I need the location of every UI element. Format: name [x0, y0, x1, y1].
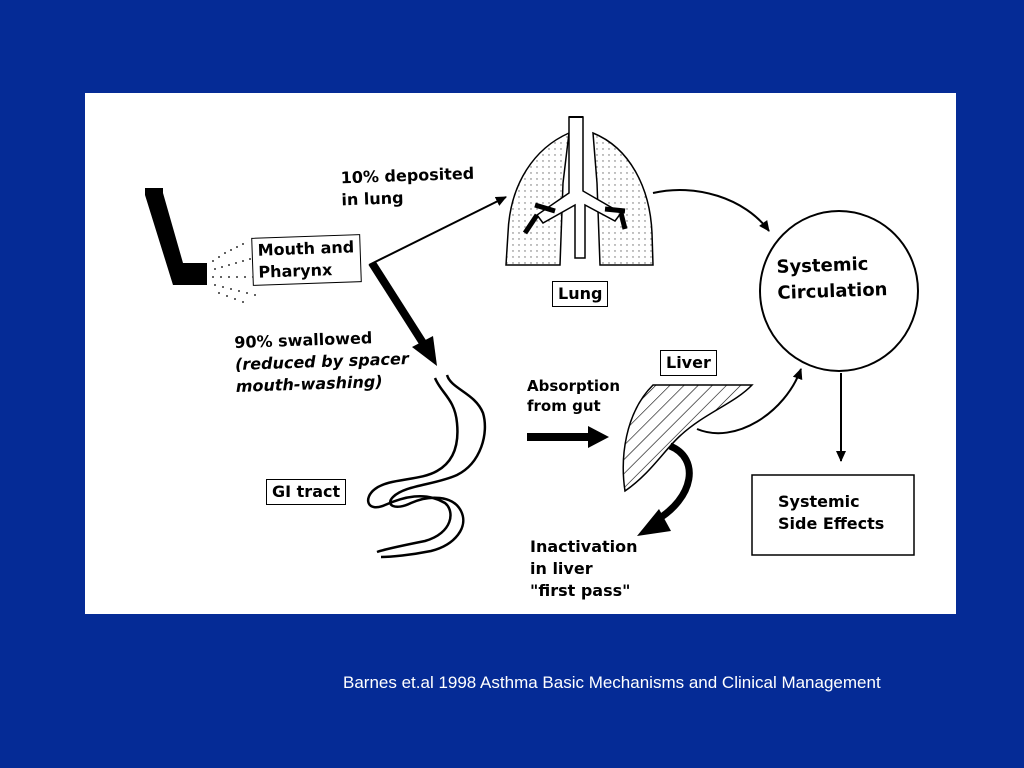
side-effects-label: Systemic Side Effects [778, 492, 885, 533]
systemic-circulation-circle [759, 210, 919, 372]
citation: Barnes et.al 1998 Asthma Basic Mechanism… [343, 673, 881, 692]
lung-icon [505, 116, 654, 266]
absorption-label: Absorption from gut [527, 377, 621, 415]
arrow-inactivation-head [637, 509, 671, 536]
figure-panel: 10% deposited in lung Mouth and Pharynx … [85, 93, 956, 614]
arrow-to-lung [368, 196, 507, 266]
liver-label: Liver [660, 350, 717, 376]
liver-icon [622, 384, 754, 493]
swallowed-label: 90% swallowed (reduced by spacer mouth-w… [233, 328, 409, 397]
arrow-liver-to-circulation [696, 368, 803, 435]
inhaler-icon [145, 188, 207, 285]
inhaler-spray [212, 243, 256, 303]
mouth-pharynx-box: Mouth and Pharynx [251, 234, 362, 286]
systemic-circulation-label: Systemic Circulation [776, 253, 888, 304]
gi-tract-label: GI tract [266, 479, 347, 505]
arrow-swallowed [368, 260, 427, 346]
diagram-graphics [145, 116, 919, 559]
side-effects-box [751, 474, 915, 556]
arrow-inactivation [653, 442, 693, 525]
arrow-absorption-head [588, 426, 609, 448]
lung-deposit-label: 10% deposited in lung [340, 163, 475, 210]
gi-tract-icon [366, 374, 487, 559]
inactivation-label: Inactivation in liver "first pass" [530, 537, 638, 600]
arrow-lung-to-circulation [652, 189, 770, 232]
lung-label: Lung [552, 281, 609, 307]
arrow-swallowed-head [412, 336, 437, 366]
